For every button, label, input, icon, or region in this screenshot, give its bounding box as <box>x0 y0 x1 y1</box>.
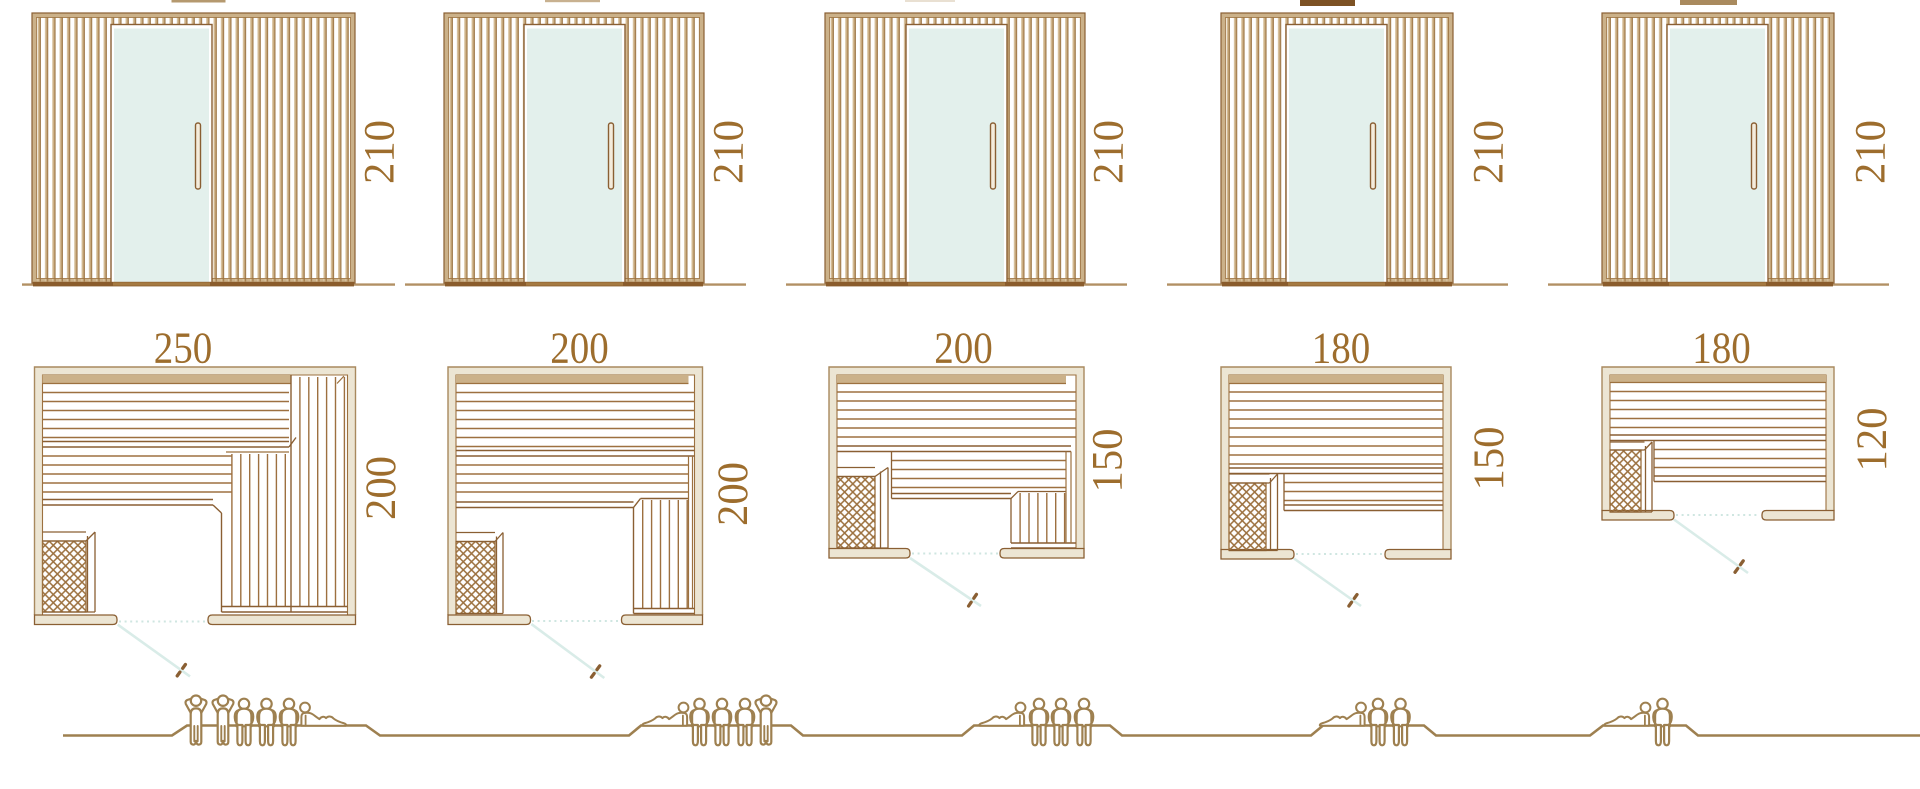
svg-text:200: 200 <box>710 462 757 526</box>
svg-text:210: 210 <box>356 120 403 184</box>
svg-text:200: 200 <box>550 324 609 373</box>
svg-text:180: 180 <box>1312 324 1371 373</box>
svg-text:210: 210 <box>1847 120 1894 184</box>
svg-text:200: 200 <box>934 324 993 373</box>
svg-text:250: 250 <box>154 324 213 373</box>
svg-text:180: 180 <box>1692 324 1751 373</box>
svg-text:150: 150 <box>1466 427 1513 491</box>
svg-text:150: 150 <box>1084 429 1131 493</box>
svg-text:210: 210 <box>1465 120 1512 184</box>
svg-text:120: 120 <box>1849 408 1896 472</box>
svg-text:200: 200 <box>358 456 405 520</box>
svg-text:210: 210 <box>705 120 752 184</box>
svg-text:210: 210 <box>1085 120 1132 184</box>
